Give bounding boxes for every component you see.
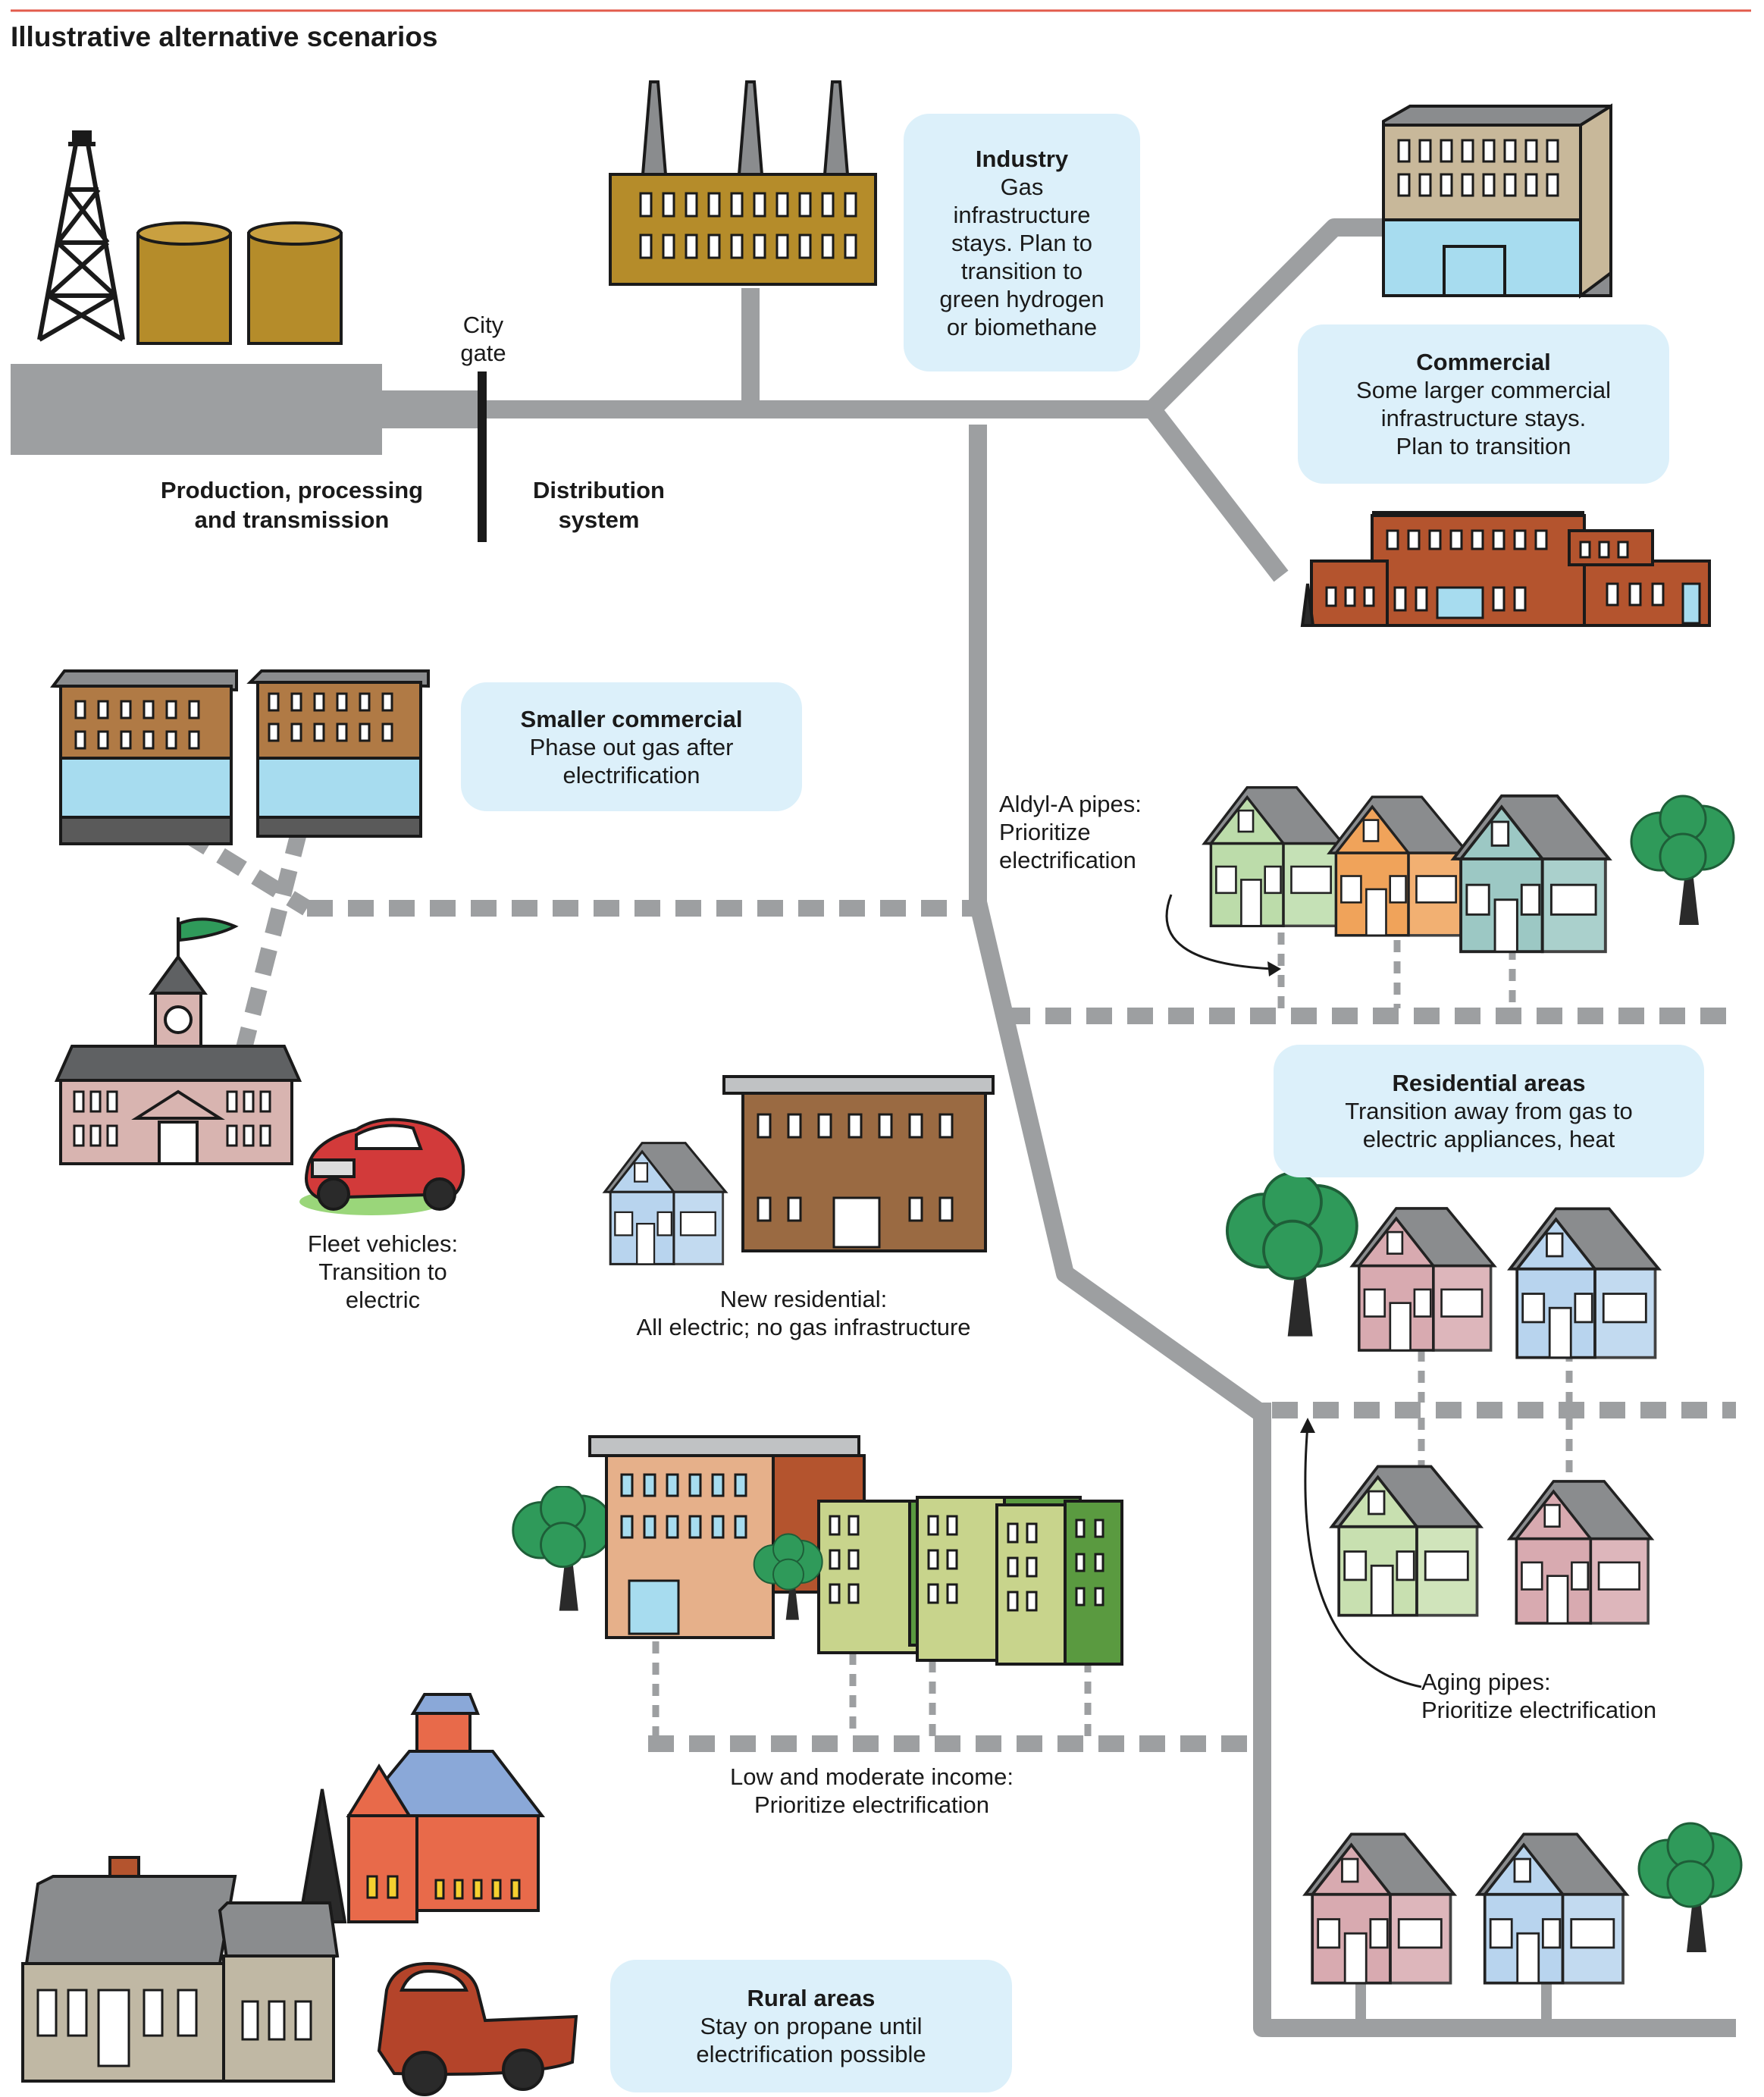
residential-houses-illustration: [1227, 1173, 1743, 1983]
dashed-pipes: [181, 826, 1736, 1752]
page-title: Illustrative alternative scenarios: [11, 21, 438, 52]
town-hall-illustration: [54, 917, 302, 1165]
new-residential-label: New residential:All electric; no gas inf…: [636, 1286, 971, 1340]
residential-box: Residential areas Transition away from g…: [1274, 1045, 1704, 1177]
aldyl-houses-illustration: [1202, 785, 1735, 954]
aldyl-arrowhead: [1267, 961, 1281, 976]
electric-car-illustration: [299, 1117, 465, 1215]
pipes: [11, 218, 1736, 2037]
rural-farm-illustration: [21, 1693, 578, 2096]
aging-pipes-label: Aging pipes:Prioritize electrification: [1421, 1669, 1657, 1723]
apartment-buildings-illustration: [512, 1435, 1123, 1666]
factory-illustration: [609, 80, 877, 286]
office-building-illustration: [1382, 103, 1612, 299]
aging-arrow: [1304, 1425, 1422, 1688]
storefront-buildings-illustration: [50, 669, 430, 845]
aging-arrowhead: [1300, 1418, 1315, 1433]
low-income-label: Low and moderate income:Prioritize elect…: [730, 1763, 1014, 1818]
aldyl-arrow: [1165, 894, 1274, 970]
new-residential-illustration: [603, 1075, 995, 1266]
storage-tank-illustration: [136, 221, 343, 345]
oil-derrick-illustration: [37, 130, 125, 342]
brick-campus-illustration: [1300, 511, 1711, 627]
